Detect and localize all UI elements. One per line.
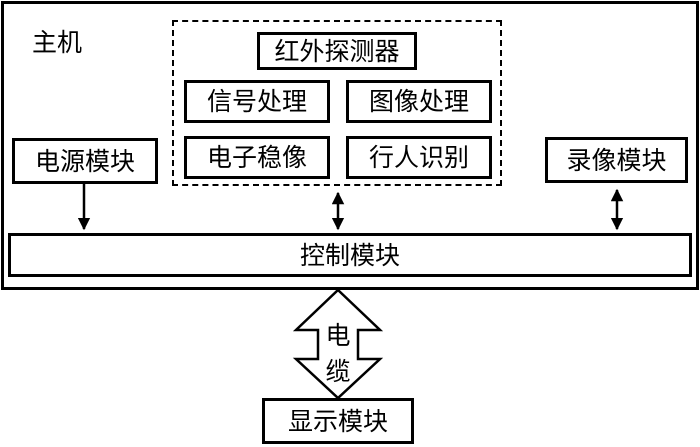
host-label: 主机: [32, 28, 83, 57]
cable-label-char: 电: [325, 321, 351, 350]
host-frame: [1, 1, 699, 290]
power-module-box: 电源模块: [12, 138, 158, 184]
cable-label: 电 缆: [323, 318, 353, 390]
cable-label-char: 缆: [325, 357, 351, 386]
pedestrian-recognition-box: 行人识别: [346, 136, 492, 179]
image-processing-box: 图像处理: [346, 80, 492, 123]
control-module-box: 控制模块: [8, 233, 692, 277]
display-module-box: 显示模块: [262, 398, 414, 444]
electronic-stabilization-box: 电子稳像: [184, 136, 330, 179]
infrared-detector-title: 红外探测器: [257, 32, 417, 70]
recording-module-box: 录像模块: [545, 137, 688, 183]
infrared-detector-group: [172, 20, 502, 186]
signal-processing-box: 信号处理: [184, 80, 330, 123]
